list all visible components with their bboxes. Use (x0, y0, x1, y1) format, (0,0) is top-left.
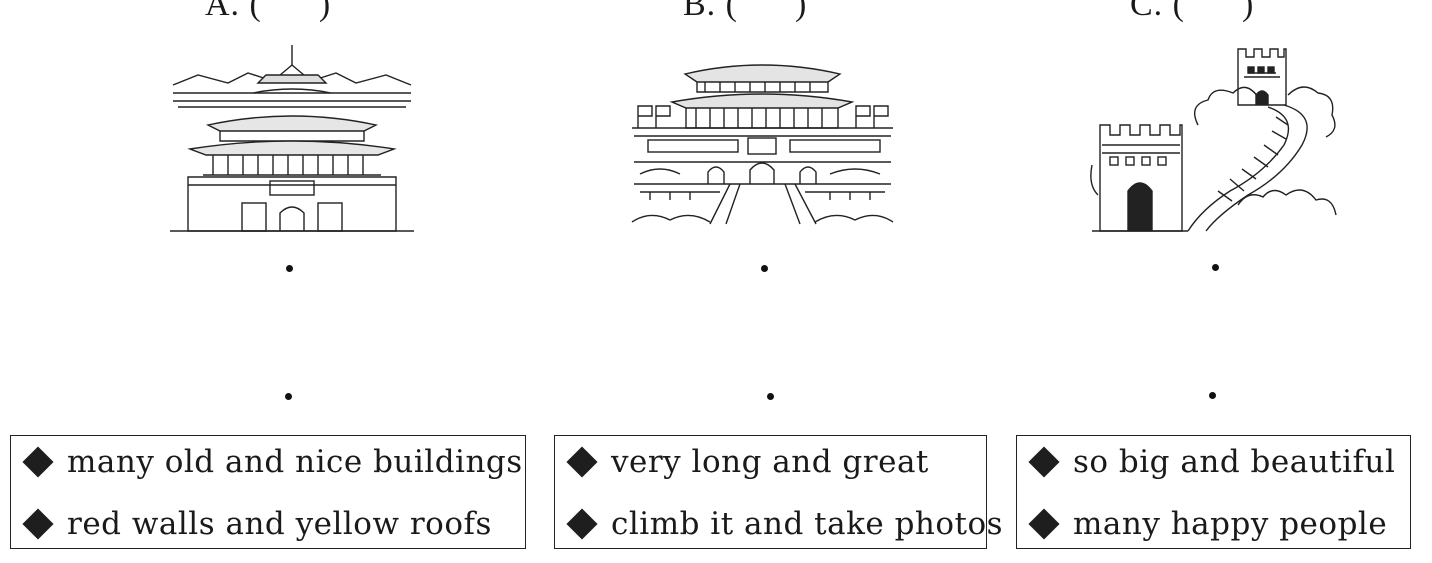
label-b: B. ( ) (683, 0, 808, 23)
phrase-line: many old and nice buildings (19, 444, 523, 480)
diamond-bullet-icon (566, 508, 598, 540)
lower-dot-a[interactable] (285, 393, 292, 400)
palace-illustration (170, 45, 414, 232)
label-a: A. ( ) (205, 0, 332, 23)
phrase-line: very long and great (563, 444, 929, 480)
upper-dot-a[interactable] (286, 265, 293, 272)
phrase-text: so big and beautiful (1073, 444, 1396, 480)
phrase-text: climb it and take photos (611, 506, 1004, 542)
lower-dot-b[interactable] (767, 393, 774, 400)
phrase-text: many happy people (1073, 506, 1388, 542)
diamond-bullet-icon (1028, 446, 1060, 478)
phrase-box-c: so big and beautiful many happy people (1016, 435, 1411, 549)
label-c: C. ( ) (1130, 0, 1255, 23)
phrase-box-a: many old and nice buildings red walls an… (10, 435, 526, 549)
phrase-line: many happy people (1025, 506, 1387, 542)
phrase-line: red walls and yellow roofs (19, 506, 492, 542)
phrase-text: very long and great (611, 444, 929, 480)
diamond-bullet-icon (1028, 508, 1060, 540)
phrase-line: so big and beautiful (1025, 444, 1395, 480)
phrase-box-b: very long and great climb it and take ph… (554, 435, 1003, 549)
phrase-text: red walls and yellow roofs (67, 506, 492, 542)
phrase-line: climb it and take photos (563, 506, 1003, 542)
upper-dot-b[interactable] (761, 265, 768, 272)
upper-dot-c[interactable] (1212, 264, 1219, 271)
tiananmen-illustration (631, 64, 894, 225)
lower-dot-c[interactable] (1209, 392, 1216, 399)
great-wall-illustration (1090, 48, 1337, 232)
diamond-bullet-icon (22, 446, 54, 478)
phrase-text: many old and nice buildings (67, 444, 523, 480)
diamond-bullet-icon (22, 508, 54, 540)
diamond-bullet-icon (566, 446, 598, 478)
